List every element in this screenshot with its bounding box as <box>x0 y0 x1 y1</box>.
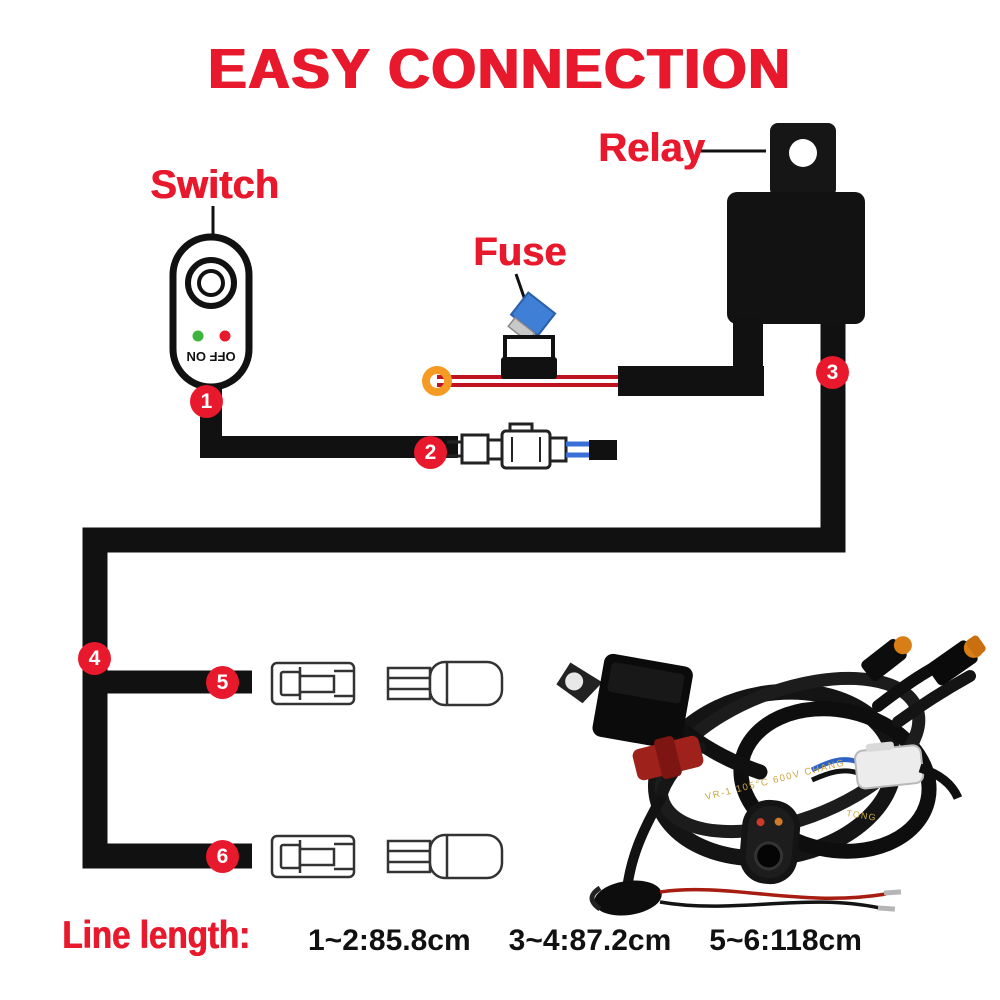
relay-illustration <box>727 123 865 380</box>
photo-white-connector <box>854 741 925 790</box>
badge-1: 1 <box>190 385 223 418</box>
measurement-5-6: 5~6:118cm <box>709 924 862 957</box>
badge-6: 6 <box>206 840 239 873</box>
photo-switch <box>739 799 801 885</box>
switch-label: Switch <box>150 163 279 207</box>
photo-lamp-plug-1 <box>927 635 986 686</box>
relay-label: Relay <box>598 126 705 170</box>
measurement-3-4: 3~4:87.2cm <box>508 924 672 957</box>
fuse-holder-top <box>503 335 555 361</box>
photo-pigtail-connector <box>589 880 902 916</box>
relay-fuse-stub <box>733 316 763 380</box>
line-length-values: 1~2:85.8cm 3~4:87.2cm 5~6:118cm <box>308 924 862 958</box>
photo-fuse-holder <box>632 735 704 781</box>
main-harness-wire <box>82 318 846 869</box>
product-photo: VR-1 105°C 600V CHANG TONG <box>556 635 986 916</box>
photo-relay <box>556 653 693 750</box>
terminal-connectors-6 <box>270 833 504 880</box>
photo-cable-print-2: TONG <box>846 808 878 823</box>
page-title: EASY CONNECTION <box>208 37 792 101</box>
photo-blue-wire <box>810 757 859 773</box>
photo-connector-wire <box>918 763 963 800</box>
photo-lamp-plug-2 <box>861 636 912 681</box>
fuse-holder-base <box>501 357 557 379</box>
line-length-label: Line length: <box>62 914 250 957</box>
switch-wire <box>200 380 458 458</box>
switch-illustration: OFF ON <box>169 233 253 391</box>
fuse-illustration <box>422 291 764 396</box>
inline-connector-illustration <box>447 422 617 470</box>
badge-3: 3 <box>816 356 849 389</box>
terminal-connectors-5 <box>270 660 504 707</box>
switch-onoff-text: OFF ON <box>186 349 235 364</box>
photo-black-wire <box>810 768 859 783</box>
badge-4: 4 <box>78 642 111 675</box>
ring-terminal <box>422 366 452 396</box>
badge-2: 2 <box>414 436 447 469</box>
fuse-pointer-line <box>514 273 527 301</box>
measurement-1-2: 1~2:85.8cm <box>308 924 471 957</box>
relay-mount-hole <box>789 139 817 167</box>
badge-5: 5 <box>206 666 239 699</box>
relay-body <box>727 192 865 324</box>
switch-red-led <box>219 330 231 342</box>
fuse-label: Fuse <box>473 230 567 274</box>
switch-green-led <box>192 330 204 342</box>
